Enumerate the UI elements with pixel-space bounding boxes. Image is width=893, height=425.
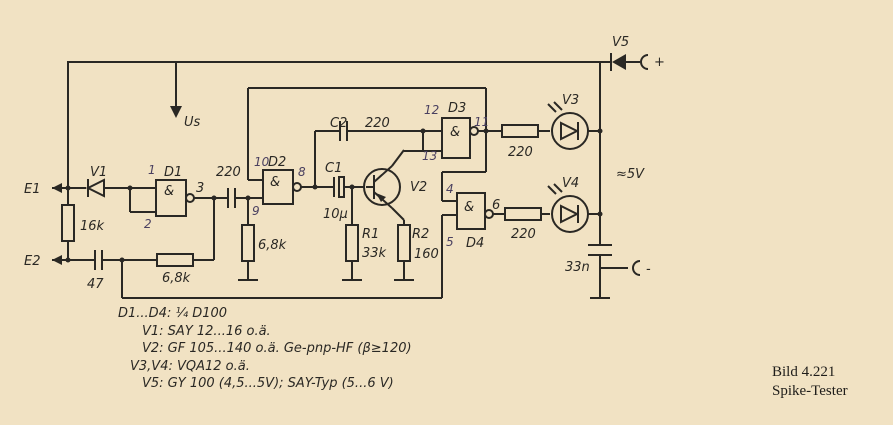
v4-light-arrows xyxy=(547,183,563,195)
r-6k8-bias-label: 6,8k xyxy=(258,238,287,253)
d2-pin-9: 9 xyxy=(252,204,260,218)
r-220-v3-label: 220 xyxy=(508,145,533,160)
d4-pin-5: 5 xyxy=(446,235,454,249)
c2-label: C2 xyxy=(330,116,347,131)
minus-terminal xyxy=(632,260,641,276)
figure-title: Spike-Tester xyxy=(772,383,848,399)
r2-resistor xyxy=(397,224,411,262)
r1-resistor xyxy=(345,224,359,262)
d2-pin-10: 10 xyxy=(254,155,270,169)
positive-rail xyxy=(67,61,612,188)
terminal-e2-label: E2 xyxy=(24,254,41,269)
v1-diode-symbol xyxy=(85,178,105,198)
parts-list-line: V1: SAY 12...16 o.ä. xyxy=(142,323,271,339)
us-label: Us xyxy=(184,115,201,130)
gate-d1 xyxy=(155,179,187,217)
d2-gate-symbol: & xyxy=(270,175,280,190)
plus-terminal xyxy=(640,54,649,70)
r-16k xyxy=(61,204,75,242)
plus-label: + xyxy=(654,55,665,70)
r2-label: R2 xyxy=(412,227,429,242)
r1-value-label: 33k xyxy=(362,246,387,261)
c1-plate-right xyxy=(338,176,345,198)
parts-list-line: V2: GF 105...140 o.ä. Ge-pnp-HF (β≥120) xyxy=(142,341,412,356)
gate-d2 xyxy=(262,169,294,205)
e1-arrow xyxy=(52,183,62,193)
v5-label: V5 xyxy=(612,35,629,50)
d4-pin-6: 6 xyxy=(492,198,500,213)
voltage-label: ≈5V xyxy=(616,167,645,182)
v3-label: V3 xyxy=(562,93,579,108)
c2-value-label: 220 xyxy=(365,116,390,131)
d1-pin-1: 1 xyxy=(148,163,156,177)
c33n-label: 33n xyxy=(565,260,590,275)
gate-d4 xyxy=(456,192,486,230)
minus-label: - xyxy=(646,262,651,277)
figure-caption: Bild 4.221 Spike-Tester xyxy=(772,363,848,401)
c1-label: C1 xyxy=(325,161,342,176)
parts-list-line: D1...D4: ¼ D100 xyxy=(118,306,228,321)
r-6k8-bias xyxy=(241,224,255,262)
parts-list-line: V3,V4: VQA12 o.ä. xyxy=(130,358,250,374)
v2-label: V2 xyxy=(410,180,427,195)
d1-gate-symbol: & xyxy=(164,184,174,199)
r1-label: R1 xyxy=(362,227,379,242)
parts-list: D1...D4: ¼ D100 V1: SAY 12...16 o.ä. V2:… xyxy=(118,306,412,394)
r-220-v4-label: 220 xyxy=(511,227,536,242)
figure-number: Bild 4.221 xyxy=(772,364,836,380)
r-220-v3 xyxy=(501,124,539,138)
r2-value-label: 160 xyxy=(414,247,439,262)
d2-label: D2 xyxy=(268,155,286,170)
v4-label: V4 xyxy=(562,176,579,191)
e2-arrow xyxy=(52,255,62,265)
v1-label: V1 xyxy=(90,165,107,180)
v5-diode-symbol xyxy=(612,54,626,70)
d2-pin-8: 8 xyxy=(298,165,306,179)
d3-pin-12: 12 xyxy=(424,103,439,117)
r-220-v4 xyxy=(504,207,542,221)
c47-label: 47 xyxy=(87,277,104,292)
d3-label: D3 xyxy=(448,101,466,116)
d3-pin-13: 13 xyxy=(422,149,437,163)
us-arrow-head xyxy=(170,106,182,118)
c220-coupling-label: 220 xyxy=(216,165,241,180)
d1-pin-2: 2 xyxy=(144,217,152,231)
d1-pin-3: 3 xyxy=(196,181,204,196)
d4-pin-4: 4 xyxy=(446,182,454,196)
d3-pin-11: 11 xyxy=(474,115,489,129)
c1-value-label: 10µ xyxy=(323,207,348,222)
terminal-e1-label: E1 xyxy=(24,182,41,197)
v3-light-arrows xyxy=(547,101,563,113)
r-6k8-feedback xyxy=(156,253,194,267)
r-6k8-feedback-label: 6,8k xyxy=(162,271,191,286)
d1-label: D1 xyxy=(164,165,182,180)
d4-label: D4 xyxy=(466,236,484,251)
d3-gate-symbol: & xyxy=(450,125,460,140)
d4-gate-symbol: & xyxy=(464,200,474,215)
r16k-label: 16k xyxy=(80,219,105,234)
parts-list-line: V5: GY 100 (4,5...5V); SAY-Typ (5...6 V) xyxy=(142,376,394,391)
gate-d3 xyxy=(441,117,471,159)
